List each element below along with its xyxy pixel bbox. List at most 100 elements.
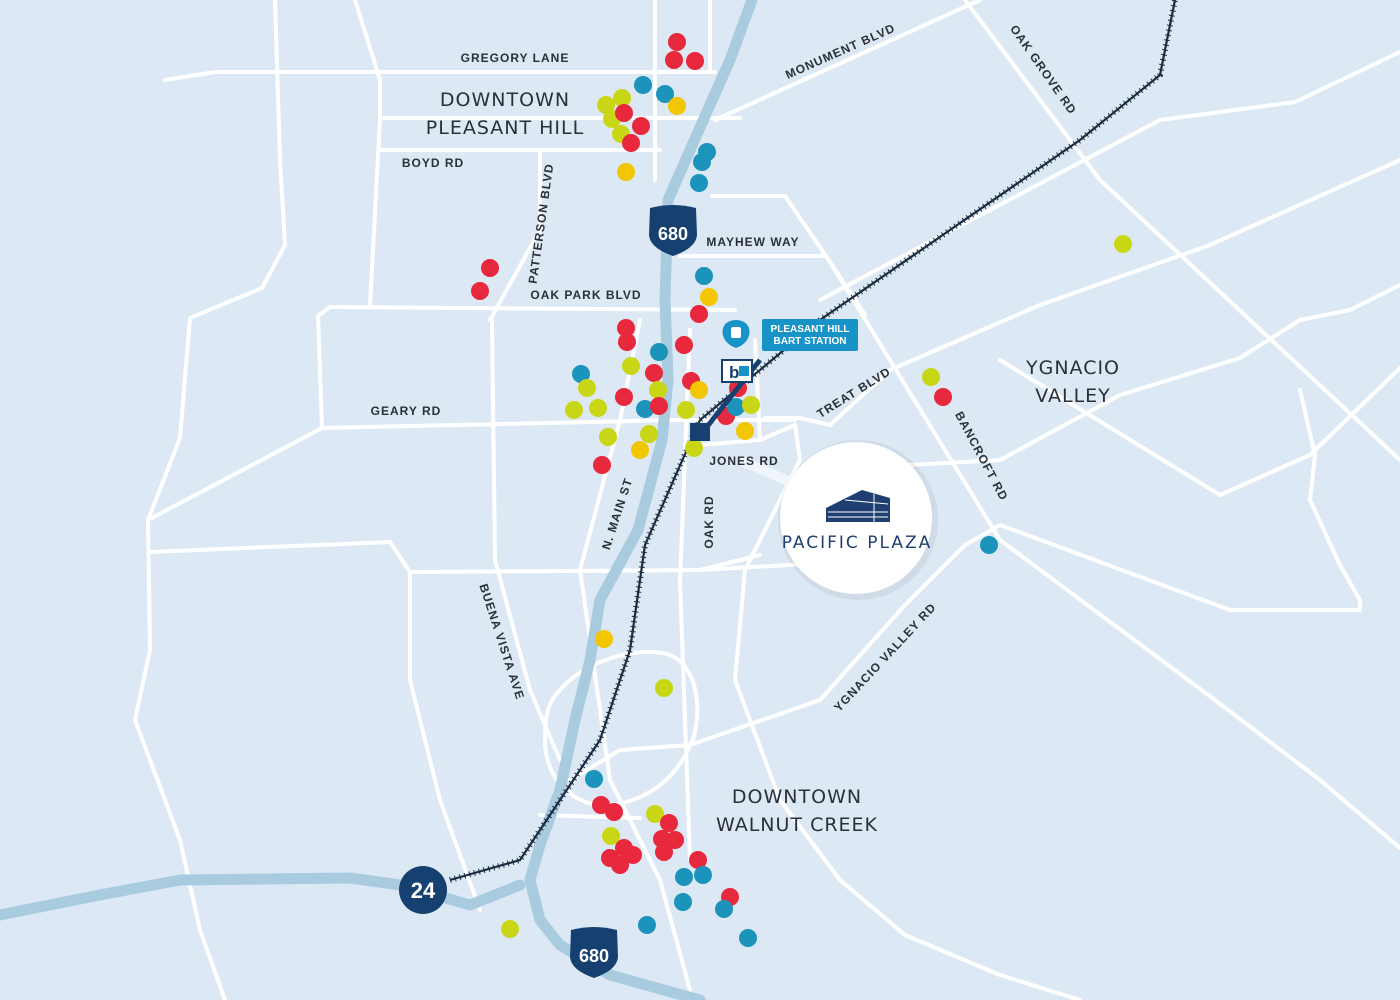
- poi-dot-lime[interactable]: [602, 827, 620, 845]
- road-ygnacio-valley-rd-upper: [818, 283, 1400, 472]
- poi-dot-lime[interactable]: [677, 401, 695, 419]
- poi-dot-lime[interactable]: [622, 357, 640, 375]
- poi-dot-red[interactable]: [655, 843, 673, 861]
- poi-dot-red[interactable]: [618, 333, 636, 351]
- poi-dot-red[interactable]: [668, 33, 686, 51]
- poi-dot-red[interactable]: [611, 856, 629, 874]
- pacific-plaza-badge[interactable]: PACIFIC PLAZA: [778, 440, 938, 600]
- poi-dot-lime[interactable]: [597, 96, 615, 114]
- poi-dot-lime[interactable]: [501, 920, 519, 938]
- poi-dot-red[interactable]: [686, 52, 704, 70]
- poi-dot-red[interactable]: [617, 319, 635, 337]
- poi-dot-red[interactable]: [675, 336, 693, 354]
- poi-dot-red[interactable]: [650, 397, 668, 415]
- bart-logo-bar: [739, 366, 749, 376]
- poi-dot-red[interactable]: [471, 282, 489, 300]
- bart-logo-text: b: [729, 363, 739, 382]
- poi-dot-red[interactable]: [666, 831, 684, 849]
- poi-dot-teal[interactable]: [636, 400, 654, 418]
- label-boyd-rd: BOYD RD: [402, 156, 464, 170]
- poi-dot-red[interactable]: [615, 104, 633, 122]
- area-ygnacio-valley-line2: VALLEY: [1035, 385, 1111, 407]
- area-ygnacio-valley-line1: YGNACIO: [1025, 357, 1120, 379]
- poi-dot-teal[interactable]: [693, 153, 711, 171]
- poi-dot-yellow[interactable]: [668, 97, 686, 115]
- poi-dot-red[interactable]: [660, 814, 678, 832]
- shield-sr24[interactable]: 24: [399, 866, 447, 914]
- poi-dot-teal[interactable]: [634, 76, 652, 94]
- shield-i680-south[interactable]: 680: [570, 927, 618, 978]
- poi-dot-lime[interactable]: [565, 401, 583, 419]
- label-mayhew-way: MAYHEW WAY: [706, 235, 799, 249]
- poi-dot-teal[interactable]: [656, 85, 674, 103]
- building-icon: [826, 490, 890, 522]
- poi-dot-lime[interactable]: [685, 439, 703, 457]
- bart-rail-ties: [449, 0, 1178, 883]
- bart-callout-line2: BART STATION: [774, 336, 847, 347]
- poi-dot-yellow[interactable]: [690, 381, 708, 399]
- poi-dot-red[interactable]: [690, 305, 708, 323]
- poi-dot-lime[interactable]: [640, 425, 658, 443]
- poi-dot-yellow[interactable]: [595, 630, 613, 648]
- poi-dot-teal[interactable]: [715, 900, 733, 918]
- poi-dot-red[interactable]: [593, 456, 611, 474]
- station-square: [690, 423, 710, 441]
- poi-dot-red[interactable]: [689, 851, 707, 869]
- poi-dot-teal[interactable]: [739, 929, 757, 947]
- poi-dot-red[interactable]: [615, 388, 633, 406]
- poi-dot-red[interactable]: [645, 364, 663, 382]
- poi-dot-yellow[interactable]: [631, 441, 649, 459]
- poi-dot-lime[interactable]: [589, 399, 607, 417]
- poi-dot-teal[interactable]: [572, 365, 590, 383]
- poi-dot-teal[interactable]: [695, 267, 713, 285]
- poi-dot-lime[interactable]: [599, 428, 617, 446]
- bart-station-marker[interactable]: b PLEASANT HILL BART STATION: [690, 319, 858, 441]
- poi-dot-yellow[interactable]: [700, 288, 718, 306]
- poi-dot-teal[interactable]: [585, 770, 603, 788]
- poi-dot-yellow[interactable]: [617, 163, 635, 181]
- poi-dot-teal[interactable]: [727, 398, 745, 416]
- poi-dot-lime[interactable]: [1114, 235, 1132, 253]
- poi-dot-teal[interactable]: [638, 916, 656, 934]
- poi-dot-lime[interactable]: [742, 396, 760, 414]
- road-oak-grove-rd: [963, 0, 1400, 462]
- road-south-cross: [538, 813, 642, 820]
- poi-dot-lime[interactable]: [646, 805, 664, 823]
- poi-dot-lime[interactable]: [613, 89, 631, 107]
- poi-dot-teal[interactable]: [694, 866, 712, 884]
- road-treat-blvd: [763, 158, 1400, 427]
- poi-dot-red[interactable]: [632, 117, 650, 135]
- poi-dot-teal[interactable]: [650, 343, 668, 361]
- area-downtown-pleasant-hill-line1: DOWNTOWN: [440, 89, 570, 111]
- shield-i680-south-label: 680: [579, 946, 609, 966]
- poi-dot-red[interactable]: [481, 259, 499, 277]
- poi-dot-lime[interactable]: [649, 381, 667, 399]
- label-jones-rd: JONES RD: [709, 454, 778, 468]
- poi-dot-red[interactable]: [605, 803, 623, 821]
- road-north-spur: [353, 0, 382, 82]
- poi-dot-lime[interactable]: [922, 368, 940, 386]
- poi-dot-red[interactable]: [622, 134, 640, 152]
- poi-dot-lime[interactable]: [655, 679, 673, 697]
- poi-dot-red[interactable]: [934, 388, 952, 406]
- poi-dot-red[interactable]: [624, 846, 642, 864]
- road-west-loop: [368, 78, 382, 307]
- freeway-network: [0, 0, 758, 1000]
- poi-dot-teal[interactable]: [675, 868, 693, 886]
- road-east-curve: [1298, 388, 1362, 612]
- poi-dots: [471, 33, 1132, 947]
- road-gregory-lane: [163, 70, 717, 82]
- poi-dot-lime[interactable]: [578, 379, 596, 397]
- shield-i680-north[interactable]: 680: [649, 205, 697, 256]
- road-west-bend: [133, 0, 287, 1000]
- poi-dot-red[interactable]: [665, 51, 683, 69]
- road-south-east: [733, 678, 1082, 1000]
- label-oak-park-blvd: OAK PARK BLVD: [530, 288, 641, 302]
- shield-i680-north-label: 680: [658, 224, 688, 244]
- road-oak-park-loop: [316, 305, 332, 430]
- poi-dot-teal[interactable]: [980, 536, 998, 554]
- poi-dot-teal[interactable]: [690, 174, 708, 192]
- poi-dot-yellow[interactable]: [736, 422, 754, 440]
- poi-dot-teal[interactable]: [674, 893, 692, 911]
